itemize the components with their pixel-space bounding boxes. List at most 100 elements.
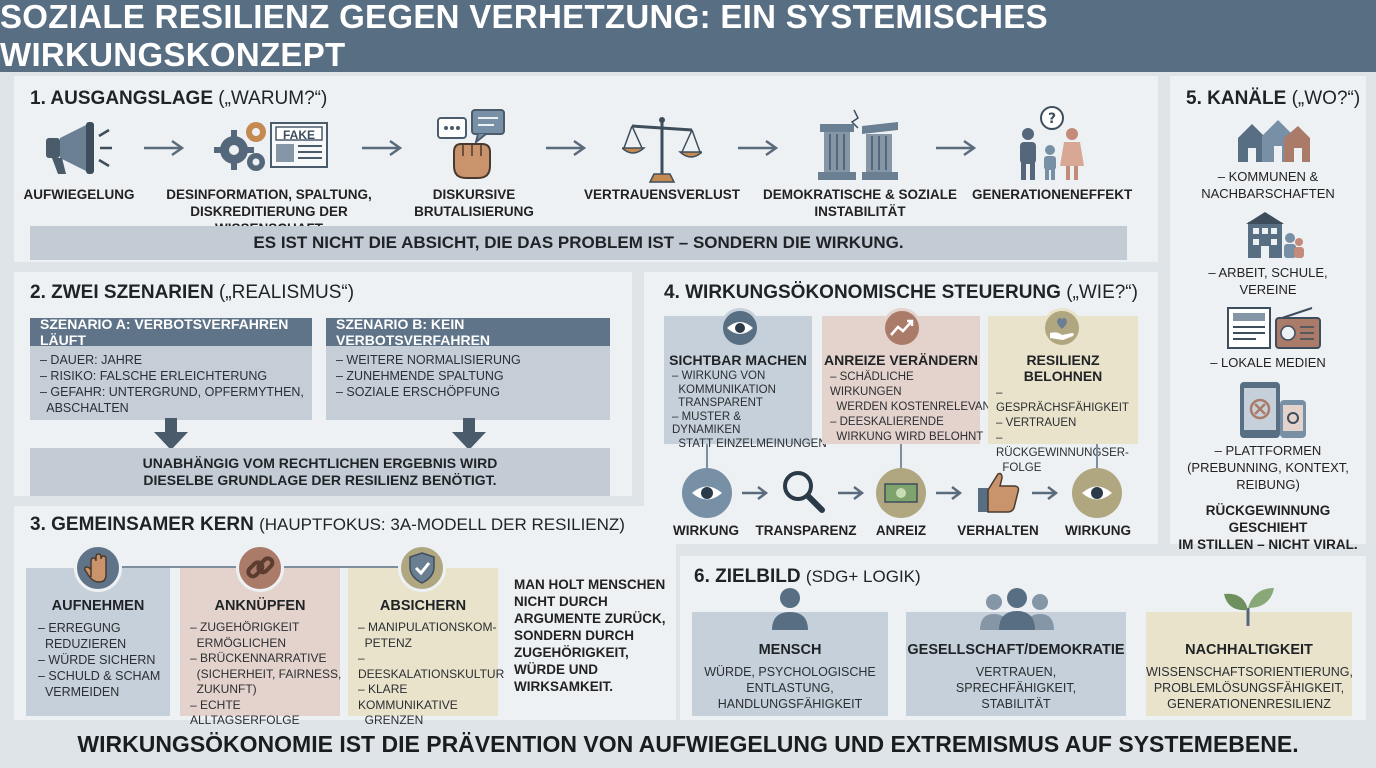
scenario-a-item: – GEFAHR: UNTERGRUND, OPFERMYTHEN,	[40, 385, 304, 399]
card-item: – WÜRDE SICHERN	[38, 653, 156, 667]
section-kanaele: 5. KANÄLE („WO?“) – KOMMUNEN & NACHBARSC…	[1170, 76, 1366, 552]
section-ausgangslage: 1. AUSGANGSLAGE („WARUM?“) AUFWIEGELUNG …	[14, 76, 1158, 262]
scenario-b-header: SZENARIO B: KEIN VERBOTSVERFAHREN	[326, 316, 610, 348]
step-label-aufwiegelung: AUFWIEGELUNG	[23, 187, 135, 202]
card-item: – ZUGEHÖRIGKEIT	[190, 620, 300, 634]
card-item: – ERREGUNG	[38, 621, 121, 635]
col-item: – DEESKALIERENDE	[830, 416, 944, 428]
magnifier-icon	[783, 471, 825, 513]
step-label-brutalisierung: DISKURSIVE BRUTALISIERUNG	[414, 187, 534, 219]
card-item: PETENZ	[358, 635, 413, 650]
card-item: – ECHTE ALLTAGSERFOLGE	[190, 697, 300, 728]
scenario-a-body: – DAUER: JAHRE – RISIKO: FALSCHE ERLEICH…	[30, 346, 312, 420]
col-item: TRANSPARENT	[672, 397, 763, 409]
col-item: WERDEN KOSTENRELEVANT	[830, 401, 998, 413]
school-people-icon	[1246, 212, 1304, 258]
arrow-right-icon	[742, 486, 769, 500]
chain-link-icon	[236, 544, 284, 592]
scenario-b-item: – ZUNEHMENDE SPALTUNG	[336, 369, 504, 383]
scenario-a-item: – DAUER: JAHRE	[40, 353, 143, 367]
card-item: ZUKUNFT)	[190, 682, 257, 696]
card-item: ERMÖGLICHEN	[190, 635, 287, 650]
step-label-instabilitaet: DEMOKRATISCHE & SOZIALE INSTABILITÄT	[762, 187, 957, 219]
broken-scales-icon	[622, 117, 702, 183]
cycle-eye-icon	[1072, 468, 1122, 518]
col-anreize-veraendern: ANREIZE VERÄNDERN – SCHÄDLICHE WIRKUNGEN…	[822, 316, 998, 444]
section-steuerung: 4. WIRKUNGSÖKONOMISCHE STEUERUNG („WIE?“…	[644, 272, 1158, 544]
col-item: STATT EINZELMEINUNGEN	[672, 437, 827, 450]
section-4-title: 4. WIRKUNGSÖKONOMISCHE STEUERUNG („WIE?“…	[664, 282, 1138, 303]
card-item: – KLARE KOMMUNIKATIVE	[358, 682, 458, 712]
arrow-right-icon	[936, 139, 977, 157]
col-item: – SCHÄDLICHE WIRKUNGEN	[830, 371, 914, 398]
fake-label: FAKE	[282, 128, 315, 142]
scenario-b-item: – SOZIALE ERSCHÖPFUNG	[336, 385, 500, 399]
fake-news-icon	[270, 122, 328, 168]
svg-text:?: ?	[1048, 111, 1056, 127]
cycle-connector	[900, 444, 902, 468]
arrow-down-icon	[154, 418, 188, 450]
scenario-a-header: SZENARIO A: VERBOTSVERFAHREN LÄUFT	[30, 316, 312, 348]
section-gemeinsamer-kern: 3. GEMEINSAMER KERN (HAUPTFOKUS: 3A-MODE…	[14, 506, 676, 727]
channel-medien: – LOKALE MEDIEN	[1210, 355, 1326, 370]
cycle-connector	[1096, 444, 1098, 468]
hand-stop-icon	[74, 544, 122, 592]
scenario-a-item: – RISIKO: FALSCHE ERLEICHTERUNG	[40, 369, 268, 383]
megaphone-icon	[46, 122, 112, 174]
card-item: – BRÜCKENNARRATIVE	[190, 651, 327, 665]
section-zielbild: 6. ZIELBILD (SDG+ LOGIK) MENSCH WÜRDE, P…	[680, 556, 1366, 720]
houses-icon	[1238, 120, 1310, 162]
section-1-title: 1. AUSGANGSLAGE („WARUM?“)	[30, 88, 328, 109]
heart-hand-icon	[1042, 308, 1082, 348]
channel-plattformen: – PLATTFORMEN (PREBUNNING, KONTEXT, REIB…	[1187, 443, 1349, 492]
col-item: – WIRKUNG VON	[672, 370, 766, 382]
arrow-right-icon	[936, 486, 963, 500]
family-question-icon: ?	[1020, 106, 1084, 180]
broken-columns-icon	[818, 109, 898, 180]
money-icon	[876, 468, 926, 518]
devices-icon	[1240, 382, 1306, 438]
newspaper-radio-icon	[1227, 307, 1321, 349]
col-item: – MUSTER & DYNAMIKEN	[672, 410, 742, 437]
section-6-title: 6. ZIELBILD (SDG+ LOGIK)	[694, 566, 921, 587]
col-item: – RÜCKGEWINNUNGSER-	[996, 432, 1129, 459]
group-icon	[980, 588, 1054, 630]
card-item: REDUZIEREN	[38, 637, 127, 651]
scenario-b-body: – WEITERE NORMALISIERUNG – ZUNEHMENDE SP…	[326, 346, 610, 420]
arrow-right-icon	[738, 139, 779, 157]
speech-fist-icon	[437, 109, 505, 179]
card-item: – MANIPULATIONSKOM-	[358, 620, 497, 634]
card-item: GRENZEN	[358, 713, 424, 727]
person-icon	[772, 588, 808, 630]
gears-icon	[214, 122, 266, 171]
channel-arbeit: – ARBEIT, SCHULE, VEREINE	[1208, 265, 1328, 297]
thumbs-up-icon	[978, 472, 1020, 513]
arrow-right-icon	[838, 486, 865, 500]
footer-statement: WIRKUNGSÖKONOMIE IST DIE PRÄVENTION VON …	[77, 731, 1299, 757]
core-quote: MAN HOLT MENSCHEN NICHT DURCH ARGUMENTE …	[514, 577, 666, 694]
section-zwei-szenarien: 2. ZWEI SZENARIEN („REALISMUS“) SZENARIO…	[14, 272, 632, 496]
arrow-right-icon	[362, 139, 403, 157]
cycle-eye-icon	[682, 468, 732, 518]
col-item: – GESPRÄCHSFÄHIGKEIT	[996, 387, 1129, 414]
trend-up-icon	[882, 308, 922, 348]
card-absichern: ABSICHERN – MANIPULATIONSKOM- PETENZ – D…	[348, 568, 505, 727]
cycle-label: TRANSPARENZ	[755, 523, 857, 538]
step-label-vertrauensverlust: VERTRAUENSVERLUST	[583, 187, 740, 202]
cycle-connector	[706, 444, 708, 468]
col-item: – VERTRAUEN	[996, 417, 1077, 429]
card-item: VERMEIDEN	[38, 685, 120, 699]
col-item: WIRKUNG WIRD BELOHNT	[830, 431, 984, 443]
col-item: FOLGE	[996, 462, 1042, 474]
cycle-label: VERHALTEN	[957, 523, 1039, 538]
col-item: KOMMUNIKATION	[672, 383, 776, 396]
card-item: (SICHERHEIT, FAIRNESS,	[190, 666, 342, 681]
eye-icon	[720, 308, 760, 348]
card-aufnehmen: AUFNEHMEN – ERREGUNG REDUZIEREN – WÜRDE …	[26, 568, 170, 716]
card-anknuepfen: ANKNÜPFEN – ZUGEHÖRIGKEIT ERMÖGLICHEN – …	[180, 568, 342, 727]
scenario-a-item: ABSCHALTEN	[40, 401, 129, 415]
arrow-down-icon	[452, 418, 486, 450]
page-title: SOZIALE RESILIENZ GEGEN VERHETZUNG: EIN …	[0, 0, 1048, 73]
card-item: – DEESKALATIONSKULTUR	[358, 651, 505, 681]
section-2-banner: UNABHÄNGIG VOM RECHTLICHEN ERGEBNIS WIRD…	[30, 448, 610, 496]
